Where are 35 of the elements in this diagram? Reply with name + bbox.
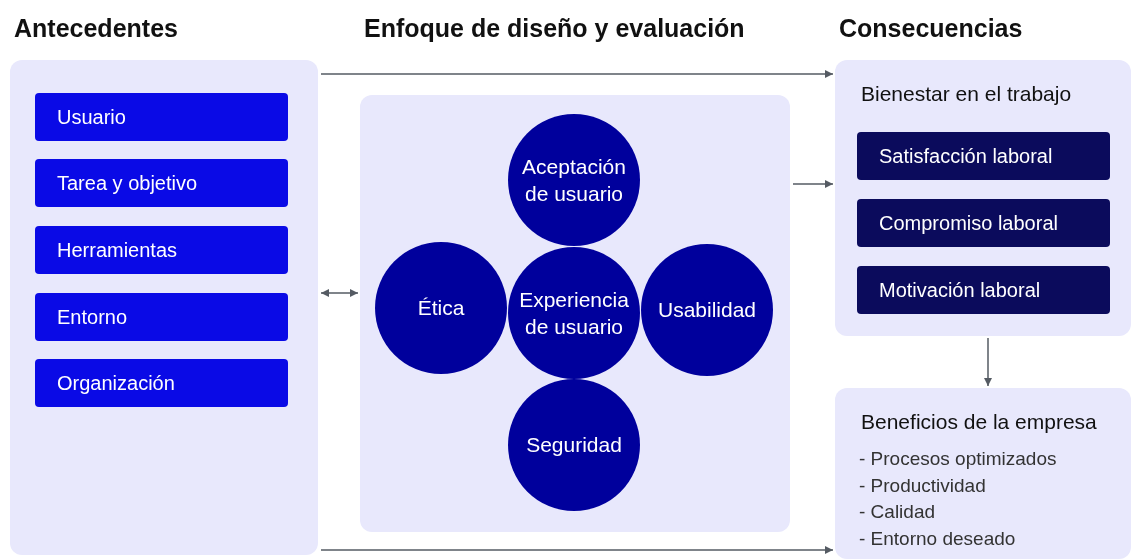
box-label: Usabilidad [656,297,758,324]
item-box [857,266,1110,314]
item-box [35,359,288,407]
box-label: Entorno [57,305,128,329]
arrow [320,546,834,554]
column-heading: Consecuencias [839,14,1023,43]
item-box [35,93,288,141]
box-label: Satisfacción laboral [879,144,1053,168]
list-item: - Procesos optimizados [859,448,1057,470]
box-label: Herramientas [57,238,178,262]
column-heading: Enfoque de diseño y evaluación [364,14,745,43]
box-label: Aceptación de usuario [521,153,627,207]
box-label: Motivación laboral [879,278,1041,302]
list-item: - Entorno deseado [859,527,1016,550]
box-label: Ética [416,295,466,322]
box-label: Organización [57,371,175,395]
group-title: Beneficios de la empresa [861,410,1097,434]
item-box [35,293,288,341]
item-box [35,226,288,274]
box-label: Seguridad [525,432,623,459]
list-item: - Calidad [859,501,936,523]
group-title: Bienestar en el trabajo [861,82,1072,106]
box-label: Experiencia de usuario [518,286,630,340]
item-box [35,159,288,207]
box-label: Tarea y objetivo [57,171,198,195]
box-label: Compromiso laboral [879,211,1058,235]
arrow [984,337,992,387]
box-label: Usuario [57,105,126,129]
item-box [857,132,1110,180]
arrow [320,289,359,297]
column-heading: Antecedentes [14,14,178,43]
arrow [792,180,834,188]
arrow [320,70,834,78]
item-box [857,199,1110,247]
list-item: - Productividad [859,474,986,497]
